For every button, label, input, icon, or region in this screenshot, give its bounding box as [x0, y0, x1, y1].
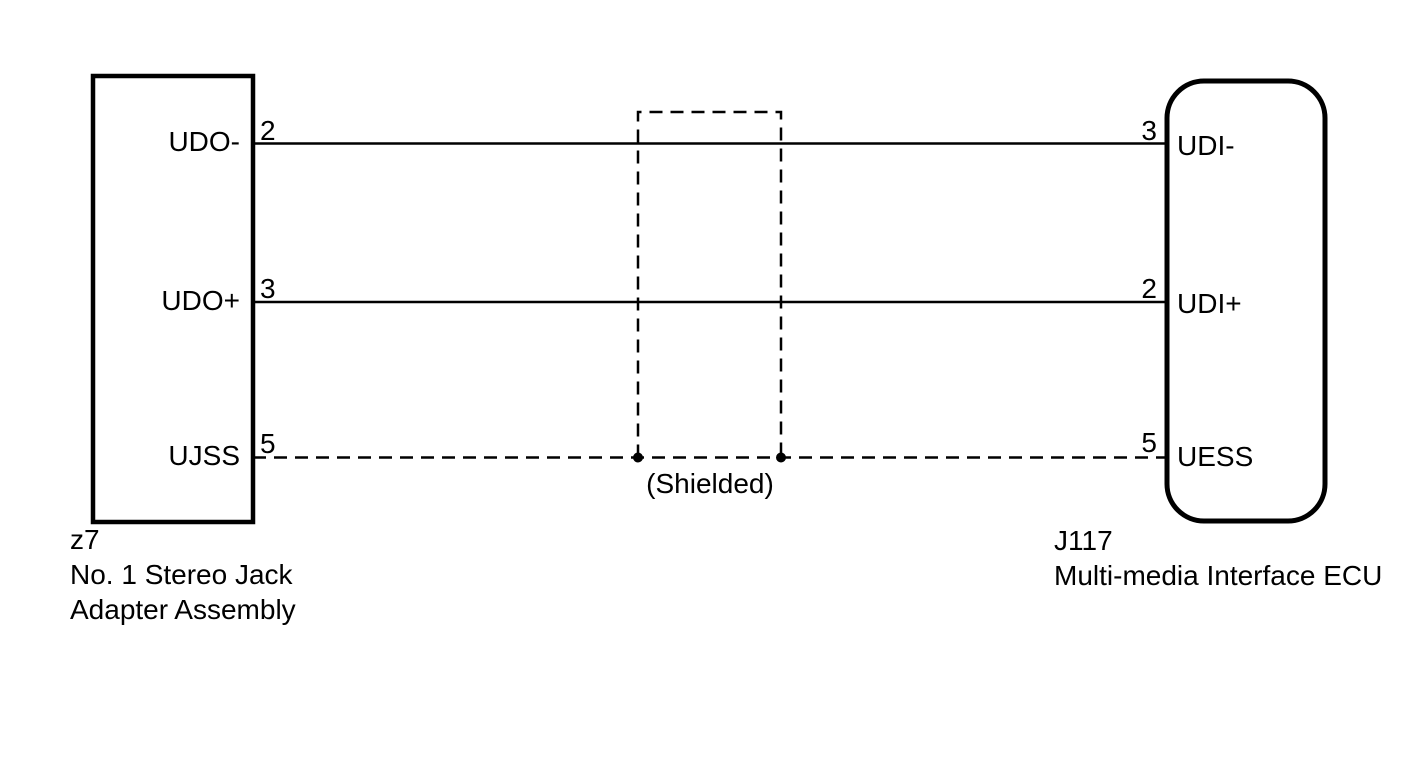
right-pin-label-udi-minus: UDI-: [1177, 130, 1235, 161]
left-connector-box: [90, 73, 256, 525]
shield-junction-dot-left: [633, 452, 643, 463]
shield-junction-dot-right: [776, 452, 786, 463]
right-pin-label-uess: UESS: [1177, 441, 1253, 472]
left-pin-label-udo-minus: UDO-: [168, 126, 240, 157]
right-pin-number-3: 3: [1141, 115, 1157, 146]
left-component-name-line1: No. 1 Stereo Jack: [70, 559, 294, 590]
shield-enclosure-outline: [636, 110, 783, 458]
shield-label: (Shielded): [646, 468, 774, 499]
left-component-code: z7: [70, 524, 100, 555]
left-component-name-line2: Adapter Assembly: [70, 594, 296, 625]
left-pin-number-2: 2: [260, 115, 276, 146]
left-pin-number-3: 3: [260, 273, 276, 304]
right-component-code: J117: [1054, 525, 1113, 556]
right-pin-number-5: 5: [1141, 427, 1157, 458]
right-component-name-line1: Multi-media Interface ECU: [1054, 560, 1382, 591]
left-pin-label-ujss: UJSS: [168, 440, 240, 471]
left-pin-number-5: 5: [260, 428, 276, 459]
right-pin-number-2: 2: [1141, 273, 1157, 304]
right-pin-label-udi-plus: UDI+: [1177, 288, 1242, 319]
left-pin-label-udo-plus: UDO+: [161, 285, 240, 316]
